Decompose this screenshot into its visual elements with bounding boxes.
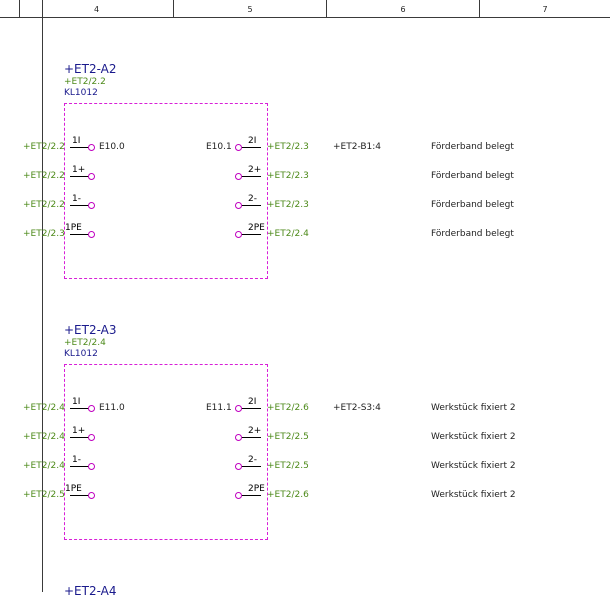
right-pin-line <box>242 176 261 177</box>
right-pin-line <box>242 495 261 496</box>
signal-description: Werkstück fixiert 2 <box>431 403 516 413</box>
right-pin-line <box>242 408 261 409</box>
right-pin-line <box>242 147 261 148</box>
device-title[interactable]: +ET2-A3 <box>64 323 117 337</box>
right-pin-label: 2PE <box>248 223 265 233</box>
device-box[interactable] <box>64 364 268 540</box>
right-cross-reference[interactable]: +ET2/2.6 <box>267 490 309 500</box>
left-cross-reference[interactable]: +ET2/2.2 <box>23 171 65 181</box>
left-terminal-circle[interactable] <box>88 492 95 499</box>
right-pin-label: 2+ <box>248 426 262 436</box>
right-cross-reference[interactable]: +ET2/2.5 <box>267 432 309 442</box>
left-terminal-circle[interactable] <box>88 173 95 180</box>
target-reference[interactable]: +ET2-B1:4 <box>333 142 382 152</box>
left-pin-label: 1- <box>72 194 81 204</box>
right-pin-label: 2- <box>248 455 257 465</box>
device-title[interactable]: +ET2-A2 <box>64 62 117 76</box>
margin-line <box>42 0 43 592</box>
signal-description: Werkstück fixiert 2 <box>431 432 516 442</box>
right-terminal-circle[interactable] <box>235 434 242 441</box>
left-cross-reference[interactable]: +ET2/2.3 <box>23 229 65 239</box>
left-address: E10.0 <box>99 142 125 152</box>
signal-description: Förderband belegt <box>431 200 514 210</box>
signal-description: Förderband belegt <box>431 171 514 181</box>
right-pin-line <box>242 437 261 438</box>
left-pin-label: 1+ <box>72 165 86 175</box>
ruler-column-5: 5 <box>174 0 327 17</box>
left-terminal-circle[interactable] <box>88 231 95 238</box>
left-cross-reference[interactable]: +ET2/2.2 <box>23 200 65 210</box>
ruler-bottom-line <box>0 17 610 18</box>
right-pin-label: 2I <box>248 397 257 407</box>
signal-description: Werkstück fixiert 2 <box>431 461 516 471</box>
device-type: KL1012 <box>64 349 98 359</box>
left-pin-line <box>70 234 89 235</box>
ruler-column-4: 4 <box>20 0 174 17</box>
right-cross-reference[interactable]: +ET2/2.3 <box>267 200 309 210</box>
target-reference[interactable]: +ET2-S3:4 <box>333 403 381 413</box>
left-cross-reference[interactable]: +ET2/2.4 <box>23 461 65 471</box>
right-address: E11.1 <box>206 403 232 413</box>
ruler-column-7: 7 <box>480 0 610 17</box>
right-cross-reference[interactable]: +ET2/2.3 <box>267 171 309 181</box>
device-page-ref[interactable]: +ET2/2.4 <box>64 338 106 348</box>
left-pin-label: 1I <box>72 136 81 146</box>
right-terminal-circle[interactable] <box>235 405 242 412</box>
left-terminal-circle[interactable] <box>88 405 95 412</box>
left-terminal-circle[interactable] <box>88 144 95 151</box>
right-address: E10.1 <box>206 142 232 152</box>
right-terminal-circle[interactable] <box>235 173 242 180</box>
left-pin-line <box>70 408 89 409</box>
left-pin-label: 1+ <box>72 426 86 436</box>
device-type: KL1012 <box>64 88 98 98</box>
left-pin-line <box>70 495 89 496</box>
device-box[interactable] <box>64 103 268 279</box>
right-pin-line <box>242 205 261 206</box>
left-cross-reference[interactable]: +ET2/2.2 <box>23 142 65 152</box>
left-pin-label: 1PE <box>65 484 82 494</box>
signal-description: Förderband belegt <box>431 229 514 239</box>
right-pin-label: 2- <box>248 194 257 204</box>
left-pin-line <box>70 205 89 206</box>
left-pin-line <box>70 437 89 438</box>
right-cross-reference[interactable]: +ET2/2.5 <box>267 461 309 471</box>
right-pin-line <box>242 234 261 235</box>
ruler-margin-cell <box>0 0 20 17</box>
right-terminal-circle[interactable] <box>235 231 242 238</box>
right-pin-label: 2+ <box>248 165 262 175</box>
left-pin-line <box>70 147 89 148</box>
signal-description: Förderband belegt <box>431 142 514 152</box>
right-terminal-circle[interactable] <box>235 144 242 151</box>
left-address: E11.0 <box>99 403 125 413</box>
right-pin-line <box>242 466 261 467</box>
left-terminal-circle[interactable] <box>88 434 95 441</box>
right-cross-reference[interactable]: +ET2/2.3 <box>267 142 309 152</box>
left-cross-reference[interactable]: +ET2/2.4 <box>23 432 65 442</box>
left-pin-line <box>70 176 89 177</box>
right-terminal-circle[interactable] <box>235 492 242 499</box>
right-terminal-circle[interactable] <box>235 463 242 470</box>
right-pin-label: 2I <box>248 136 257 146</box>
left-pin-line <box>70 466 89 467</box>
left-pin-label: 1- <box>72 455 81 465</box>
device-title-partial[interactable]: +ET2-A4 <box>64 584 117 598</box>
left-cross-reference[interactable]: +ET2/2.4 <box>23 403 65 413</box>
left-pin-label: 1I <box>72 397 81 407</box>
signal-description: Werkstück fixiert 2 <box>431 490 516 500</box>
right-cross-reference[interactable]: +ET2/2.4 <box>267 229 309 239</box>
left-terminal-circle[interactable] <box>88 463 95 470</box>
left-terminal-circle[interactable] <box>88 202 95 209</box>
device-page-ref[interactable]: +ET2/2.2 <box>64 77 106 87</box>
right-pin-label: 2PE <box>248 484 265 494</box>
right-cross-reference[interactable]: +ET2/2.6 <box>267 403 309 413</box>
left-pin-label: 1PE <box>65 223 82 233</box>
right-terminal-circle[interactable] <box>235 202 242 209</box>
left-cross-reference[interactable]: +ET2/2.5 <box>23 490 65 500</box>
ruler-column-6: 6 <box>327 0 480 17</box>
